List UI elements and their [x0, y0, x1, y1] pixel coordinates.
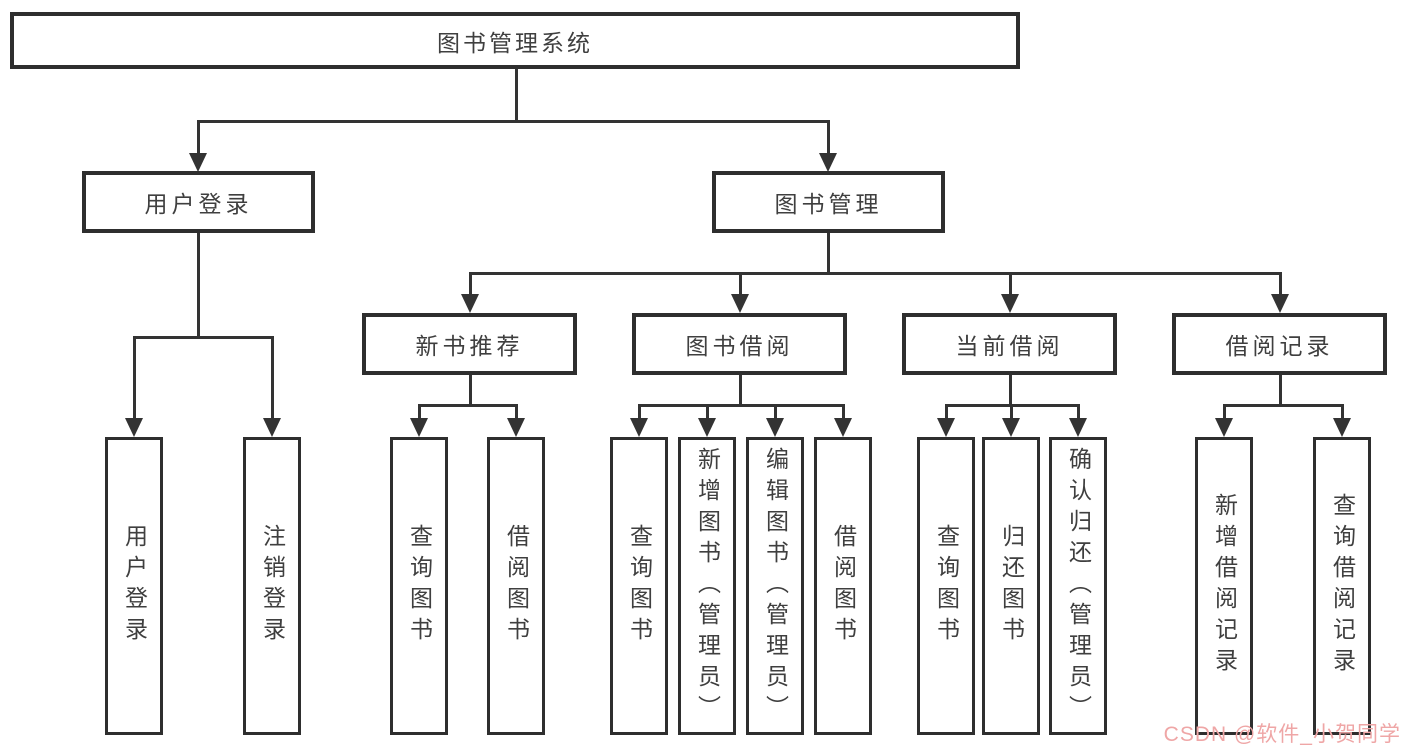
arrow-down-icon [1333, 404, 1351, 437]
arrow-down-icon [766, 404, 784, 437]
arrow-down-icon [410, 404, 428, 437]
node-book-borrowing: 图书借阅 [632, 313, 847, 375]
node-new-book-recommendation: 新书推荐 [362, 313, 577, 375]
arrow-down-icon [461, 272, 479, 313]
arrow-down-icon [834, 404, 852, 437]
connector-branch-line [197, 120, 830, 123]
node-leaf-add-book-admin: 新增图书（管理员） [678, 437, 736, 735]
node-leaf-borrow-books-recommend: 借阅图书 [487, 437, 545, 735]
leaf-label: 新增借阅记录 [1211, 493, 1238, 679]
arrow-down-icon [507, 404, 525, 437]
arrow-down-icon [937, 404, 955, 437]
leaf-label: 新增图书（管理员） [694, 446, 721, 726]
leaf-label: 确认归还（管理员） [1065, 446, 1092, 726]
node-leaf-query-books-recommend: 查询图书 [390, 437, 448, 735]
connector-branch-line [638, 404, 844, 407]
node-leaf-return-book: 归还图书 [982, 437, 1040, 735]
connector-branch-line [418, 404, 518, 407]
node-leaf-logout: 注销登录 [243, 437, 301, 735]
node-leaf-confirm-return-admin: 确认归还（管理员） [1049, 437, 1107, 735]
leaf-label: 查询图书 [406, 524, 433, 648]
arrow-down-icon [819, 120, 837, 172]
node-leaf-user-login: 用户登录 [105, 437, 163, 735]
node-current-borrowing: 当前借阅 [902, 313, 1117, 375]
connector-line [469, 374, 472, 407]
arrow-down-icon [1002, 404, 1020, 437]
leaf-label: 编辑图书（管理员） [762, 446, 789, 726]
leaf-label: 借阅图书 [503, 524, 530, 648]
node-leaf-query-books-borrow: 查询图书 [610, 437, 668, 735]
arrow-down-icon [263, 336, 281, 437]
leaf-label: 归还图书 [998, 524, 1025, 648]
node-leaf-query-books-current: 查询图书 [917, 437, 975, 735]
connector-line [739, 374, 742, 407]
node-leaf-add-borrow-record: 新增借阅记录 [1195, 437, 1253, 735]
connector-line [197, 233, 200, 339]
leaf-label: 用户登录 [121, 524, 148, 648]
connector-line [1009, 374, 1012, 407]
node-leaf-query-borrow-record: 查询借阅记录 [1313, 437, 1371, 735]
arrow-down-icon [698, 404, 716, 437]
node-leaf-edit-book-admin: 编辑图书（管理员） [746, 437, 804, 735]
node-borrowing-records: 借阅记录 [1172, 313, 1387, 375]
arrow-down-icon [731, 272, 749, 313]
arrow-down-icon [1069, 404, 1087, 437]
leaf-label: 查询图书 [933, 524, 960, 648]
connector-line [515, 69, 518, 123]
leaf-label: 借阅图书 [830, 524, 857, 648]
arrow-down-icon [1001, 272, 1019, 313]
csdn-watermark: CSDN @软件_小贺同学 [1163, 723, 1401, 746]
leaf-label: 查询图书 [626, 524, 653, 648]
node-leaf-borrow-books: 借阅图书 [814, 437, 872, 735]
connector-branch-line [1223, 404, 1343, 407]
arrow-down-icon [189, 120, 207, 172]
leaf-label: 注销登录 [259, 524, 286, 648]
connector-line [827, 233, 830, 275]
leaf-label: 查询借阅记录 [1329, 493, 1356, 679]
arrow-down-icon [125, 336, 143, 437]
node-book-management: 图书管理 [712, 171, 945, 233]
node-user-login: 用户登录 [82, 171, 315, 233]
connector-line [1279, 374, 1282, 407]
node-library-management-system: 图书管理系统 [10, 12, 1020, 69]
arrow-down-icon [1215, 404, 1233, 437]
arrow-down-icon [630, 404, 648, 437]
connector-branch-line [469, 272, 1282, 275]
arrow-down-icon [1271, 272, 1289, 313]
connector-branch-line [133, 336, 274, 339]
